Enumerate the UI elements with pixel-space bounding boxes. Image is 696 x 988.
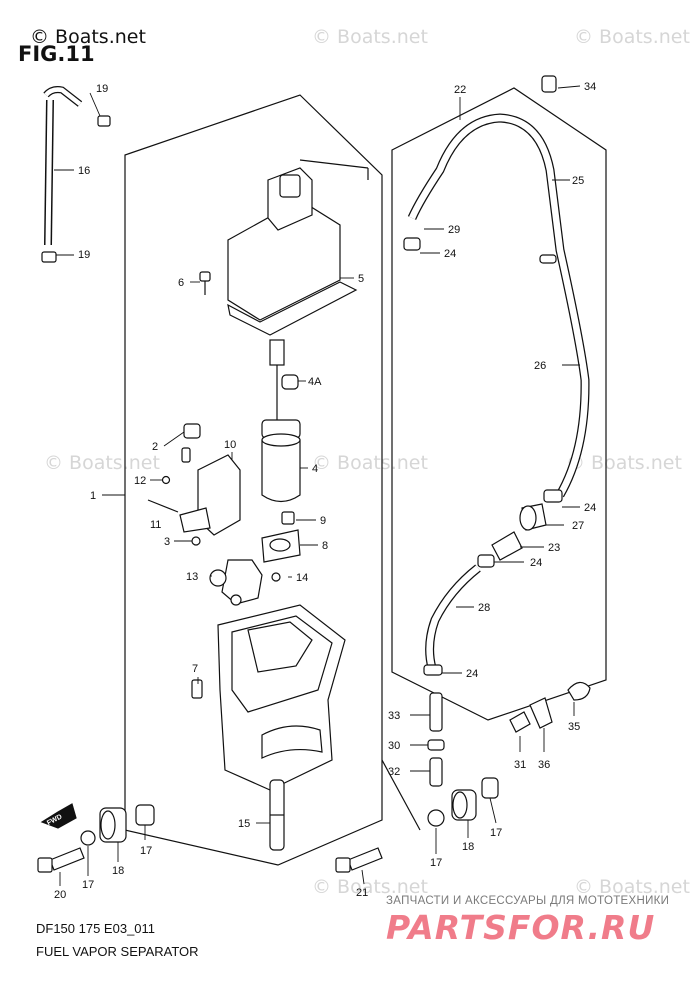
- callout-29: 29: [448, 224, 460, 236]
- callout-27: 27: [572, 520, 584, 532]
- fuel-pump-4: [261, 439, 301, 503]
- callout-25: 25: [572, 175, 584, 187]
- clip-19-bottom: [41, 251, 57, 263]
- callout-18: 18: [462, 841, 474, 853]
- callout-26: 26: [534, 360, 546, 372]
- callout-17: 17: [490, 827, 502, 839]
- callout-35: 35: [568, 721, 580, 733]
- callout-21: 21: [356, 887, 368, 899]
- brand-subtitle: ЗАПЧАСТИ И АКСЕССУАРЫ ДЛЯ МОТОТЕХНИКИ: [386, 895, 670, 907]
- fwd-arrow-icon: [40, 803, 77, 829]
- washer-17: [80, 830, 96, 846]
- callout-14: 14: [296, 572, 308, 584]
- watermark: © Boats.net: [312, 26, 428, 48]
- callout-32: 32: [388, 766, 400, 778]
- callout-34: 34: [584, 81, 596, 93]
- callout-28: 28: [478, 602, 490, 614]
- part-2: [183, 423, 201, 439]
- clip-24-top: [403, 237, 421, 251]
- watermark: © Boats.net: [312, 876, 428, 898]
- callout-8: 8: [322, 540, 328, 552]
- callout-20: 20: [54, 889, 66, 901]
- callout-5: 5: [358, 273, 364, 285]
- callout-24: 24: [466, 668, 478, 680]
- callout-17: 17: [140, 845, 152, 857]
- screw-6: [199, 271, 211, 282]
- part-9: [281, 511, 295, 525]
- pin-11: [147, 499, 179, 513]
- callout-33: 33: [388, 710, 400, 722]
- callout-19: 19: [78, 249, 90, 261]
- callout-19: 19: [96, 83, 108, 95]
- gasket-5: [227, 281, 358, 336]
- callout-36: 36: [538, 759, 550, 771]
- bolt-20: [49, 847, 85, 871]
- clip-34: [541, 75, 557, 93]
- clip-24-bottom: [423, 664, 443, 676]
- watermark: © Boats.net: [44, 452, 160, 474]
- pipe-33: [429, 692, 443, 732]
- callout-31: 31: [514, 759, 526, 771]
- callout-22: 22: [454, 84, 466, 96]
- clip-35: [567, 681, 591, 701]
- washer-17-right: [427, 809, 445, 827]
- screw-14: [271, 572, 281, 582]
- pipe-32: [429, 757, 443, 787]
- callout-11: 11: [150, 519, 161, 531]
- callout-10: 10: [224, 439, 236, 451]
- callout-24: 24: [444, 248, 456, 260]
- watermark: © Boats.net: [574, 26, 690, 48]
- callout-4: 4: [312, 463, 318, 475]
- callout-4a: 4A: [308, 376, 322, 388]
- collar-17-left: [135, 804, 155, 826]
- collar-17-right: [481, 777, 499, 799]
- clip-24-mid: [477, 554, 495, 568]
- callout-1: 1: [90, 490, 96, 502]
- screw-7: [191, 679, 203, 699]
- callout-24: 24: [530, 557, 542, 569]
- brand-logo: PARTSFOR.RU: [386, 908, 656, 947]
- bracket-36: [529, 697, 553, 729]
- callout-17: 17: [82, 879, 94, 891]
- callout-9: 9: [320, 515, 326, 527]
- bolt-21: [347, 847, 383, 871]
- callout-23: 23: [548, 542, 560, 554]
- figure-label: FIG.11: [18, 42, 95, 66]
- callout-30: 30: [388, 740, 400, 752]
- filter-4a: [281, 374, 299, 390]
- cap-31: [509, 711, 531, 733]
- callout-18: 18: [112, 865, 124, 877]
- watermark: © Boats.net: [566, 452, 682, 474]
- callout-17: 17: [430, 857, 442, 869]
- callout-24: 24: [584, 502, 596, 514]
- screw-3: [191, 536, 201, 546]
- regulator-13: [221, 559, 263, 605]
- diagram-code: DF150 175 E03_011: [36, 921, 156, 936]
- diagram-title: FUEL VAPOR SEPARATOR: [36, 944, 199, 959]
- joint-23: [491, 531, 523, 561]
- callout-16: 16: [78, 165, 90, 177]
- callout-3: 3: [164, 536, 170, 548]
- clip-24-right: [543, 489, 563, 503]
- callout-6: 6: [178, 277, 184, 289]
- part-12: [161, 475, 171, 485]
- watermark-top-left: © Boats.net: [30, 26, 146, 48]
- clip-30: [427, 739, 445, 751]
- callout-7: 7: [192, 663, 198, 675]
- callout-13: 13: [186, 571, 198, 583]
- callout-15: 15: [238, 818, 250, 830]
- clip-19-top: [97, 115, 111, 127]
- watermark: © Boats.net: [574, 876, 690, 898]
- watermark: © Boats.net: [312, 452, 428, 474]
- hose-group-outline: [391, 87, 607, 721]
- callout-2: 2: [152, 441, 158, 453]
- callout-12: 12: [134, 475, 146, 487]
